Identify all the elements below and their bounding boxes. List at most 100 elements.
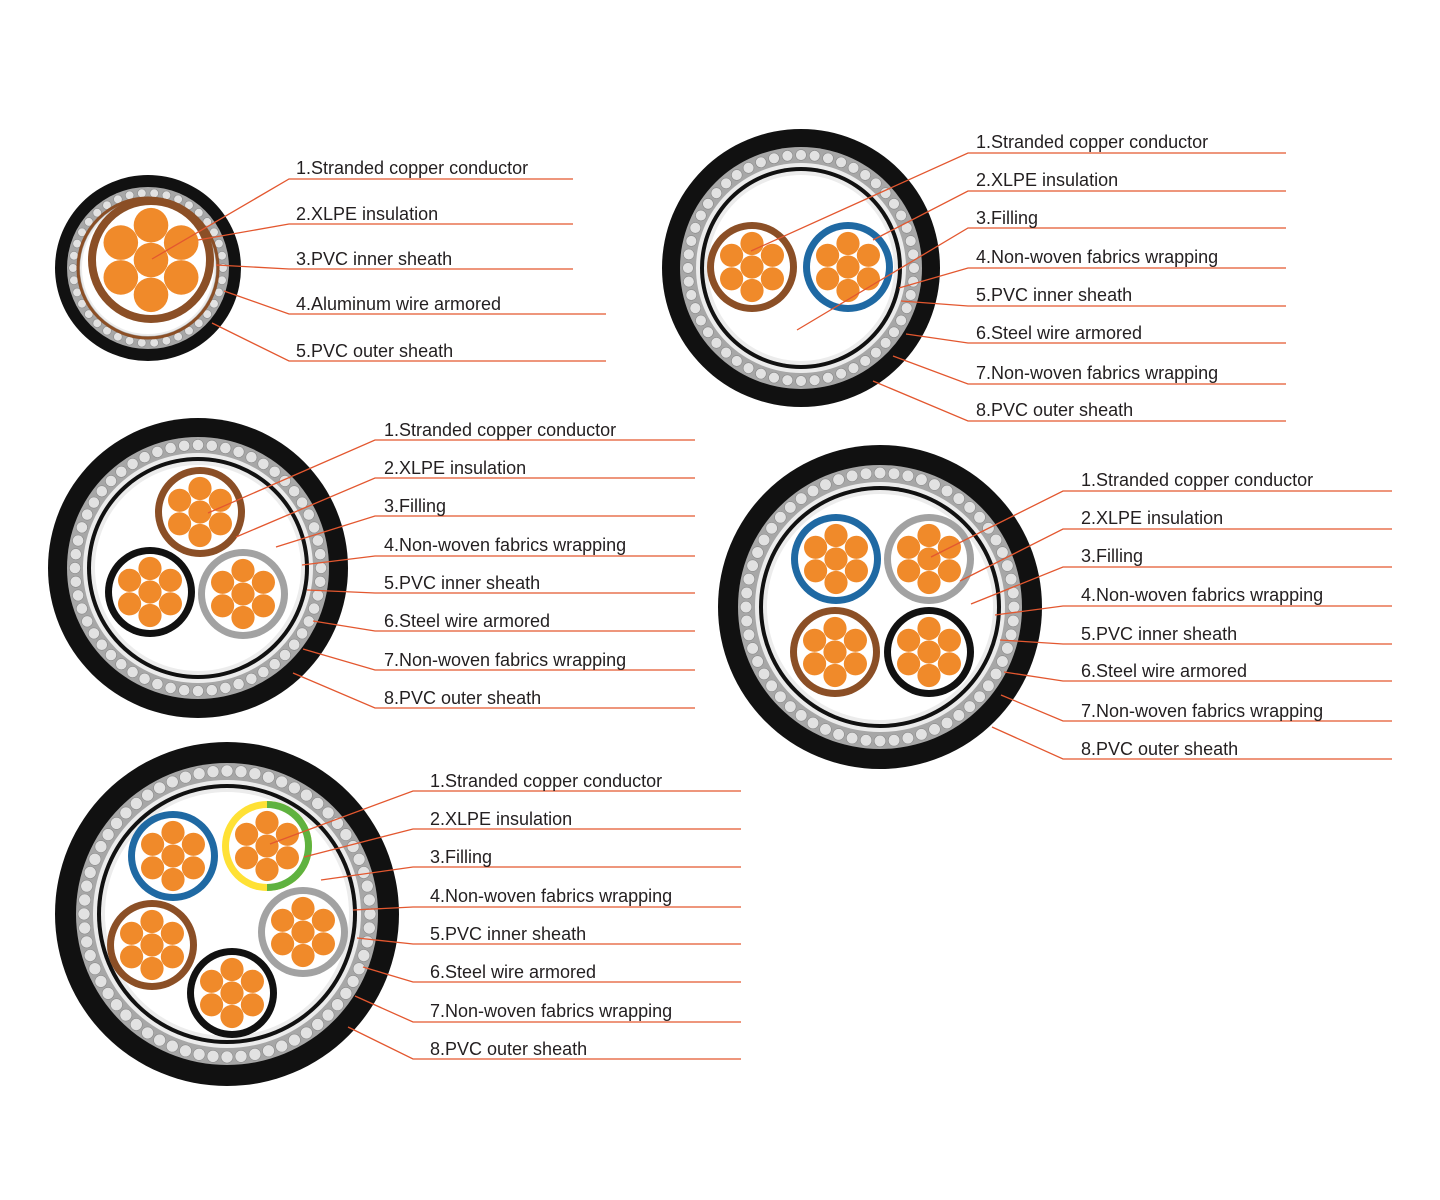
armor-wire xyxy=(695,314,707,327)
leader-line xyxy=(215,264,573,270)
leader-line xyxy=(269,790,741,845)
armor-wire xyxy=(1001,642,1014,655)
armor-wire xyxy=(832,728,845,741)
armor-wire xyxy=(311,797,325,810)
leader-line xyxy=(235,477,695,538)
armor-wire xyxy=(69,548,82,561)
armor-wire xyxy=(742,362,755,374)
copper-strand xyxy=(168,488,192,512)
leader-line xyxy=(301,555,695,566)
label-aluminum-wire-armored: 4.Aluminum wire armored xyxy=(296,294,501,314)
leader-line xyxy=(151,178,573,260)
armor-wire xyxy=(901,731,915,745)
copper-strand xyxy=(816,243,840,267)
single-core-leaders xyxy=(151,178,606,362)
armor-wire xyxy=(363,907,377,921)
filling xyxy=(708,175,894,361)
armor-wire xyxy=(296,496,308,509)
armor-wire xyxy=(149,188,159,198)
copper-strand xyxy=(803,652,827,676)
armor-wire xyxy=(768,152,780,165)
armor-wire xyxy=(178,439,191,452)
label-filling: 3.Filling xyxy=(384,496,446,516)
armor-wire xyxy=(206,765,220,779)
copper-strand xyxy=(917,570,941,595)
armor-wire xyxy=(973,690,986,703)
label-xlpe-insulation: 2.XLPE insulation xyxy=(430,809,572,829)
armor-wire xyxy=(69,575,82,588)
armor-wire xyxy=(795,492,808,505)
copper-strand xyxy=(844,535,869,559)
copper-strand xyxy=(235,846,259,870)
armor-wire xyxy=(731,355,743,367)
armor-wire xyxy=(873,466,887,480)
armor-wire xyxy=(339,987,353,1000)
label-pvc-inner-sheath: 3.PVC inner sheath xyxy=(296,249,452,269)
copper-strand xyxy=(271,908,295,932)
armor-wire xyxy=(755,368,767,380)
copper-strand xyxy=(133,242,169,278)
armor-wire xyxy=(300,1026,313,1040)
armor-wire xyxy=(879,337,892,349)
armor-wire xyxy=(248,1048,262,1061)
armor-wire xyxy=(806,484,820,498)
label-stranded-copper-conductor: 1.Stranded copper conductor xyxy=(976,132,1208,152)
copper-strand xyxy=(740,231,764,256)
copper-strand xyxy=(843,628,868,652)
copper-strand xyxy=(103,225,139,260)
armor-wire xyxy=(685,289,697,301)
copper-strand xyxy=(200,993,224,1017)
armor-wire xyxy=(808,150,821,162)
armor-wire xyxy=(166,775,179,789)
label-steel-wire-armored: 6.Steel wire armored xyxy=(384,611,550,631)
three-core-labels: 1.Stranded copper conductor 2.XLPE insul… xyxy=(384,420,626,708)
four-core-cable-diagram: 1.Stranded copper conductor 2.XLPE insul… xyxy=(718,445,1392,769)
armor-wire xyxy=(130,797,143,810)
armor-wire xyxy=(119,806,133,820)
copper-strand xyxy=(235,822,259,846)
five-core-leaders xyxy=(269,790,741,1060)
armor-wire xyxy=(69,275,79,285)
copper-strand xyxy=(824,570,848,595)
armor-wire xyxy=(94,975,108,988)
copper-strand xyxy=(271,932,295,956)
copper-strand xyxy=(168,512,192,536)
copper-strand xyxy=(133,277,169,313)
armor-wire xyxy=(80,879,93,893)
copper-strand xyxy=(275,846,299,870)
armor-wire xyxy=(88,962,102,976)
copper-strand xyxy=(823,640,847,664)
copper-strand xyxy=(140,933,164,957)
copper-strand xyxy=(255,834,279,858)
armor-wire xyxy=(746,642,759,655)
armor-wire xyxy=(72,534,84,547)
leader-line xyxy=(999,639,1392,645)
armor-wire xyxy=(300,788,313,802)
armor-wire xyxy=(192,439,204,451)
armor-wire xyxy=(95,638,108,651)
copper-strand xyxy=(897,535,921,559)
single-core-cable-diagram: 1.Stranded copper conductor 2.XLPE insul… xyxy=(55,158,606,362)
leader-line xyxy=(352,906,741,911)
armor-wire xyxy=(84,217,94,227)
copper-strands xyxy=(897,616,962,688)
armor-wire xyxy=(928,478,941,491)
armor-wire xyxy=(720,177,732,190)
armor-wire xyxy=(179,770,192,784)
armor-wire xyxy=(257,666,270,678)
armor-wire xyxy=(126,666,139,678)
armor-wire xyxy=(746,559,759,572)
label-pvc-outer-sheath: 8.PVC outer sheath xyxy=(976,400,1133,420)
copper-strands xyxy=(271,896,335,968)
copper-strand xyxy=(158,592,182,616)
label-filling: 3.Filling xyxy=(976,208,1038,228)
copper-strands xyxy=(168,476,232,548)
label-stranded-copper-conductor: 1.Stranded copper conductor xyxy=(296,158,528,178)
copper-strand xyxy=(181,832,205,856)
copper-strand xyxy=(251,594,275,618)
label-stranded-copper-conductor: 1.Stranded copper conductor xyxy=(384,420,616,440)
label-stranded-copper-conductor: 1.Stranded copper conductor xyxy=(430,771,662,791)
armor-wire xyxy=(321,806,335,820)
armor-wire xyxy=(781,150,794,162)
leader-line xyxy=(292,672,695,709)
